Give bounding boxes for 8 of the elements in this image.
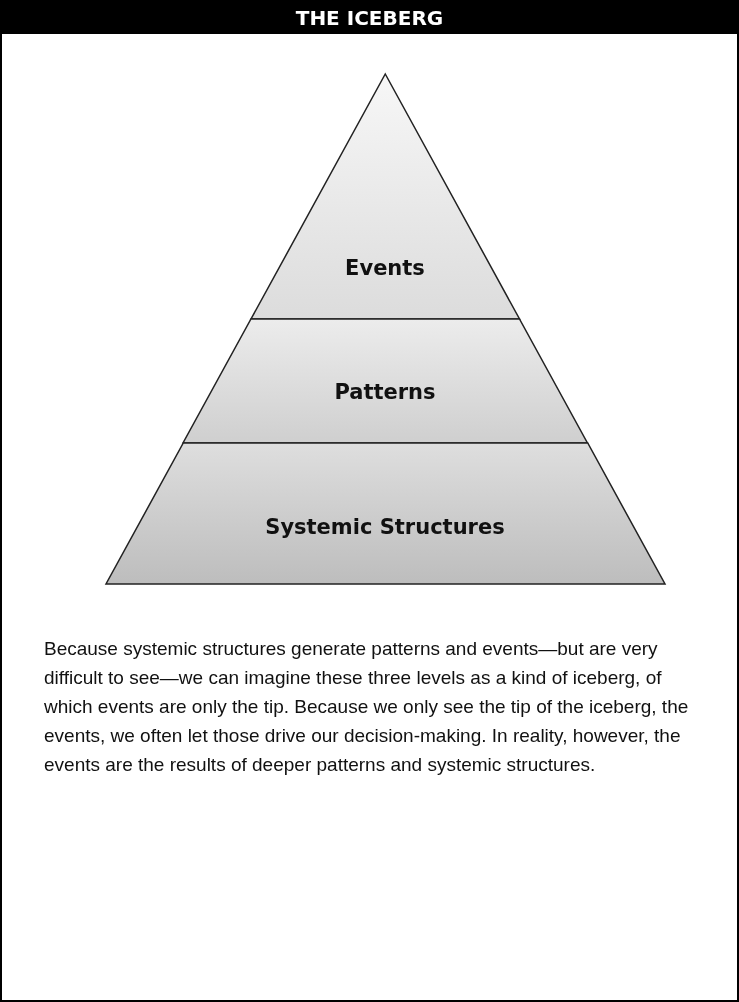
pyramid-level	[105, 443, 665, 584]
description-paragraph: Because systemic structures generate patterns and events—but are very difficult to see—we can imagine these three levels as a kind of iceberg, of which events are only the tip. Because we only see the tip of the iceberg, the events, we often let those drive our decision-making. In reality, however, the events are the results of deeper patterns and systemic structures.	[44, 637, 690, 777]
pyramid-level	[250, 74, 520, 319]
level-label: Systemic Structures	[264, 515, 506, 539]
level-label: Patterns	[333, 380, 437, 404]
title-bar: THE ICEBERG	[2, 2, 737, 34]
level-label: Events	[344, 256, 426, 280]
pyramid-level	[182, 319, 588, 443]
